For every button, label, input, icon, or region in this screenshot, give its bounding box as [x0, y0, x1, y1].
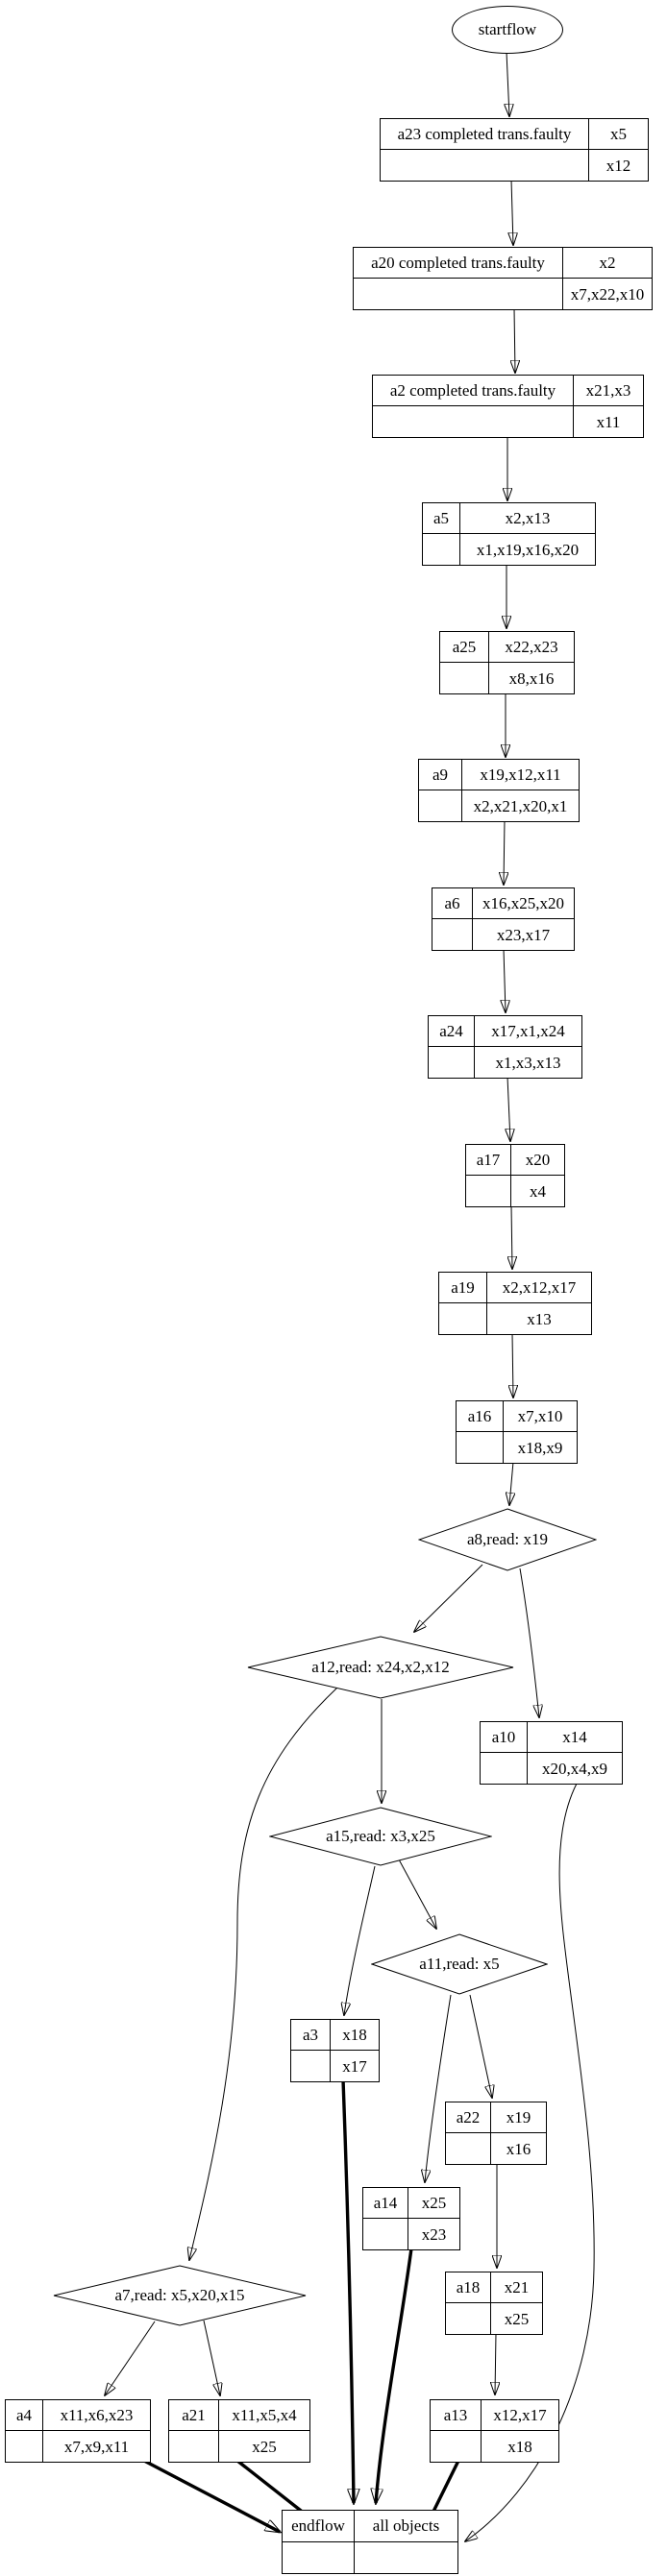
edge-a20-a2	[514, 307, 515, 373]
edge-a8-a10	[519, 1567, 539, 1717]
node-a24: a24 x17,x1,x24 x1,x3,x13	[428, 1015, 582, 1079]
diamond-shape	[53, 2265, 307, 2326]
node-a6: a6 x16,x25,x20 x23,x17	[432, 887, 575, 951]
edge-a15-a3	[344, 1865, 376, 2015]
edge-a3-endflow	[341, 2078, 354, 2503]
edge-a4-endflow	[143, 2459, 280, 2532]
node-a10: a10 x14 x20,x4,x9	[480, 1721, 623, 1785]
node-a8: a8,read: x19	[418, 1508, 597, 1571]
edge-startflow-a23	[506, 51, 509, 116]
edge-a9-a6	[504, 819, 505, 885]
diamond-shape	[371, 1933, 548, 1995]
edge-a19-a16	[512, 1332, 513, 1397]
node-a14: a14 x25 x23	[362, 2187, 460, 2250]
node-a21: a21 x11,x5,x4 x25	[168, 2399, 310, 2463]
node-a13: a13 x12,x17 x18	[430, 2399, 559, 2463]
edge-a24-a17	[507, 1076, 510, 1141]
edge-a7-a4	[105, 2321, 156, 2395]
node-endflow: endflow all objects	[282, 2510, 458, 2574]
node-a16: a16 x7,x10 x18,x9	[456, 1400, 578, 1464]
node-a12: a12,read: x24,x2,x12	[247, 1636, 514, 1699]
node-a2: a2 completed trans.faulty x21,x3 x11	[372, 375, 644, 438]
node-a18: a18 x21 x25	[445, 2272, 543, 2335]
edge-a14-endflow	[376, 2248, 413, 2503]
node-a11: a11,read: x5	[371, 1933, 548, 1995]
diamond-shape	[247, 1636, 514, 1699]
node-a19: a19 x2,x12,x17 x13	[438, 1272, 592, 1335]
startflow-label: startflow	[478, 20, 537, 38]
edge-a12-a7	[189, 1687, 338, 2260]
edge-a16-a8	[509, 1461, 513, 1505]
node-a20: a20 completed trans.faulty x2 x7,x22,x10	[353, 247, 653, 310]
node-a25: a25 x22,x23 x8,x16	[439, 631, 575, 694]
edge-a6-a24	[504, 948, 506, 1012]
node-startflow: startflow	[452, 6, 563, 54]
node-a4: a4 x11,x6,x23 x7,x9,x11	[5, 2399, 151, 2463]
node-a17: a17 x20 x4	[465, 1144, 565, 1207]
edge-a8-a12	[414, 1564, 483, 1632]
edge-a17-a19	[511, 1204, 512, 1269]
node-a7: a7,read: x5,x20,x15	[53, 2265, 307, 2326]
node-a9: a9 x19,x12,x11 x2,x21,x20,x1	[418, 759, 580, 822]
diamond-shape	[269, 1807, 492, 1866]
edge-a18-a13	[495, 2332, 496, 2394]
node-a3: a3 x18 x17	[290, 2019, 380, 2082]
edge-a11-a14	[425, 1994, 452, 2182]
node-a22: a22 x19 x16	[445, 2102, 547, 2165]
diamond-shape	[418, 1508, 597, 1571]
edge-a23-a20	[511, 179, 513, 245]
node-a15: a15,read: x3,x25	[269, 1807, 492, 1866]
node-a23: a23 completed trans.faulty x5 x12	[380, 118, 649, 182]
edge-a7-a21	[203, 2320, 220, 2395]
edge-a11-a22	[469, 1994, 492, 2098]
edge-a15-a11	[398, 1859, 436, 1929]
node-a5: a5 x2,x13 x1,x19,x16,x20	[422, 502, 596, 566]
